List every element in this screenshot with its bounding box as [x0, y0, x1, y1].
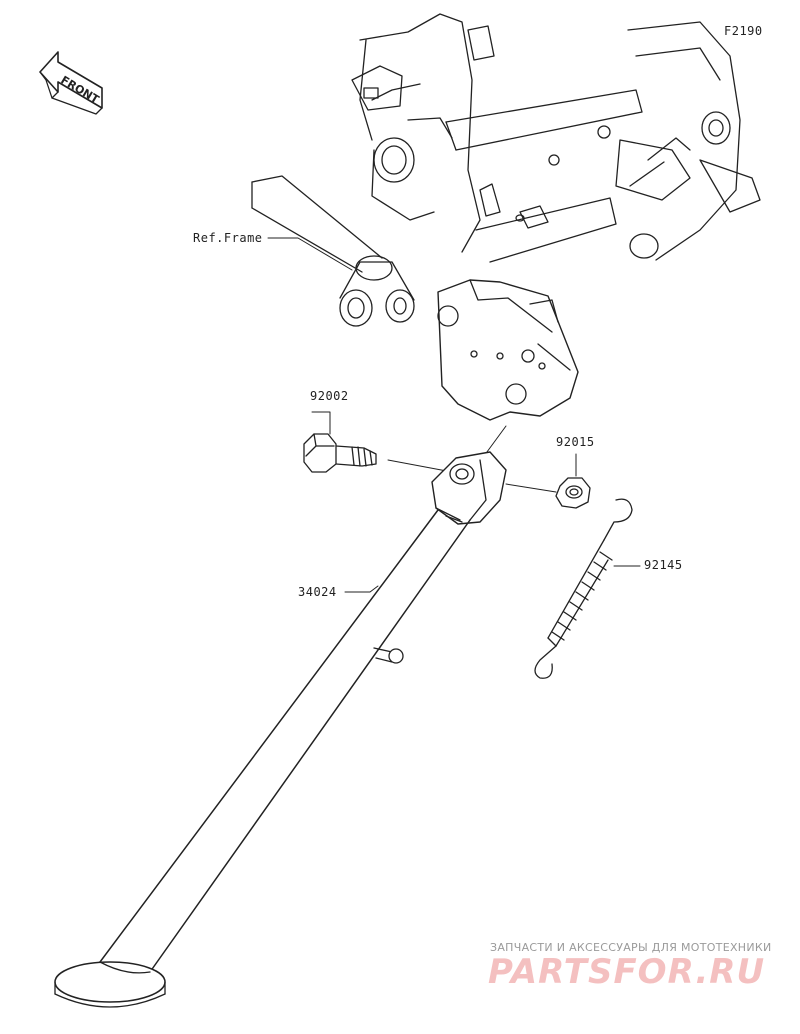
nut-92015-drawing — [555, 477, 591, 509]
leader-34024 — [344, 585, 379, 593]
watermark-logo: PARTSFOR.RU — [488, 952, 766, 992]
ref-frame-leader — [267, 237, 353, 271]
figure-code: F2190 — [724, 24, 763, 38]
part-number-92002[interactable]: 92002 — [310, 389, 349, 403]
leader-92002 — [311, 411, 331, 435]
spring-92145-drawing — [534, 498, 633, 679]
bolt-92002-drawing — [303, 433, 377, 473]
front-arrow-icon: FRONT — [39, 51, 103, 115]
side-stand-34024-drawing — [54, 451, 507, 1008]
watermark-tagline: ЗАПЧАСТИ И АКСЕССУАРЫ ДЛЯ МОТОТЕХНИКИ — [490, 941, 772, 954]
nut-axis-line — [505, 483, 557, 493]
mount-centerline — [483, 425, 507, 457]
ref-frame-label: Ref.Frame — [193, 231, 263, 245]
frame-reference-drawing — [251, 13, 761, 421]
part-number-92015[interactable]: 92015 — [556, 435, 595, 449]
part-number-34024[interactable]: 34024 — [298, 585, 337, 599]
part-number-92145[interactable]: 92145 — [644, 558, 683, 572]
bolt-axis-line — [387, 459, 453, 473]
